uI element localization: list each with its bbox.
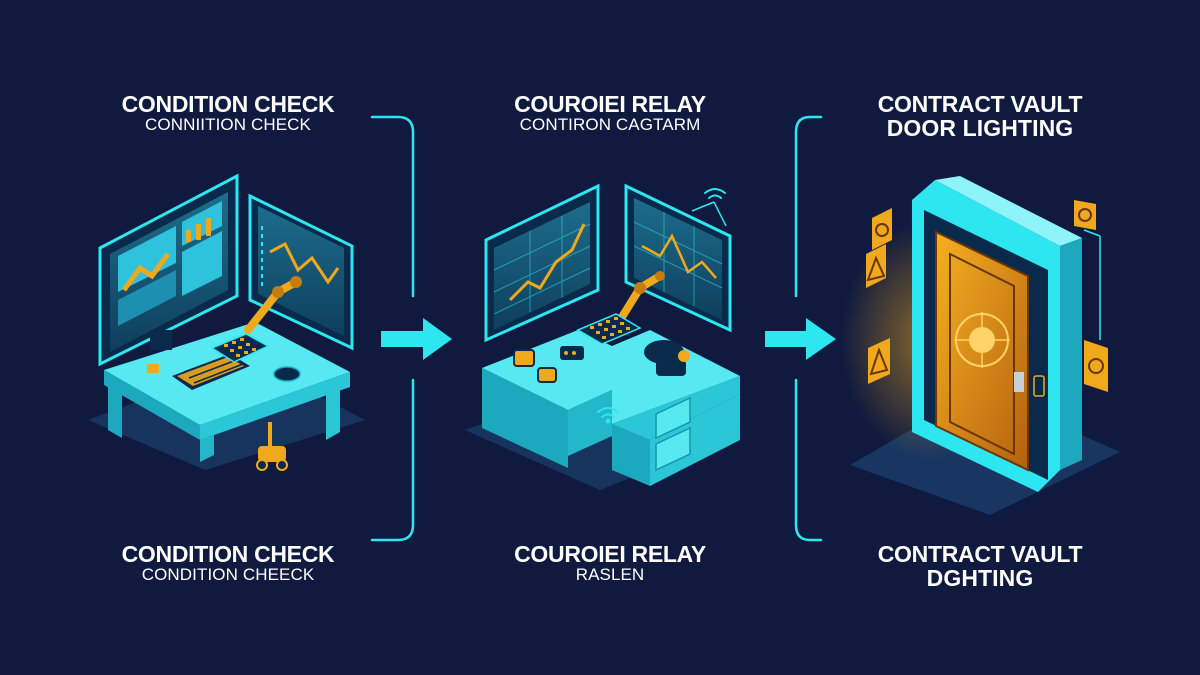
stage-3-bottom-label: CONTRACT VAULT DGHTING: [856, 542, 1104, 590]
keyboard: [172, 353, 250, 390]
vault-door-illustration: [840, 176, 1120, 515]
stage-title: COUROIEI RELAY: [514, 541, 706, 567]
stage-1-top-label: CONDITION CHECK CONNIITION CHECK: [96, 92, 360, 134]
signal-lines: [691, 201, 727, 227]
info-icon: [1084, 340, 1108, 392]
stage-subtitle: RASLEN: [575, 565, 645, 585]
power-icon: [1074, 200, 1096, 230]
stage-2-bottom-label: COUROIEI RELAY RASLEN: [480, 542, 740, 584]
stage-subtitle: CONNIITION CHECK: [145, 115, 311, 135]
right-arrow-icon: [765, 318, 836, 360]
workstation-illustration: [88, 173, 365, 471]
robot-arm: [244, 276, 302, 334]
alert-icon: [866, 244, 886, 288]
stage-2-top-label: COUROIEI RELAY CONTIRON CAGTARM: [480, 92, 740, 134]
small-robot: [256, 422, 288, 471]
monitor-right: [624, 183, 732, 333]
keypad: [210, 333, 270, 363]
stage-subtitle: CONDITION CHEECK: [141, 565, 315, 585]
stage-subtitle: DGHTING: [926, 565, 1034, 592]
headset-device: [644, 340, 690, 376]
connector-bracket-1: [370, 115, 415, 542]
stage-subtitle: DOOR LIGHTING: [886, 115, 1074, 142]
monitor-left: [484, 183, 600, 343]
stage-subtitle: CONTIRON CAGTARM: [519, 115, 701, 135]
mouse: [273, 366, 301, 382]
warning-icon: [868, 338, 890, 384]
stage-title: CONDITION CHECK: [121, 91, 335, 117]
stage-title: COUROIEI RELAY: [514, 91, 706, 117]
right-arrow-icon: [381, 318, 452, 360]
connector-bracket-2: [794, 115, 823, 542]
stage-title: CONDITION CHECK: [121, 541, 335, 567]
lock-icon: [872, 208, 892, 250]
stage-title: CONTRACT VAULT: [877, 541, 1083, 567]
stage-1-bottom-label: CONDITION CHECK CONDITION CHEECK: [96, 542, 360, 584]
wifi-icon: [704, 188, 726, 199]
relay-desk-illustration: [465, 183, 742, 490]
stage-title: CONTRACT VAULT: [877, 91, 1083, 117]
monitor-left: [98, 173, 239, 367]
keypad: [576, 313, 642, 345]
vault-door: [935, 230, 1029, 472]
wifi-icon: [597, 407, 619, 424]
monitor-right: [248, 193, 354, 351]
stage-3-top-label: CONTRACT VAULT DOOR LIGHTING: [856, 92, 1104, 140]
